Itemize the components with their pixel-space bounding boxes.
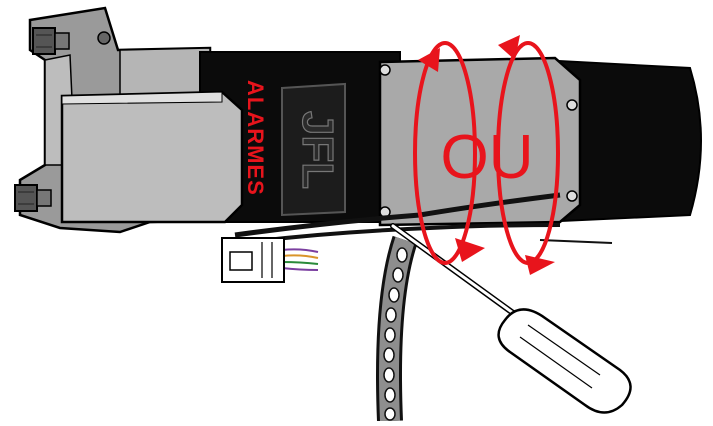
screw-icon [567,100,577,110]
logo-text: JFL [293,111,342,189]
mounting-hole-icon [98,32,110,44]
center-label: OU [441,123,534,192]
brand-side-text: ALARMES [243,80,268,196]
screw-icon [567,191,577,201]
jfl-logo: JFL [282,84,345,215]
control-box [62,92,242,222]
screw-icon [380,65,390,75]
wire-connector-icon [222,238,284,282]
screwdriver-icon [393,226,631,413]
chain-icon [384,240,407,421]
